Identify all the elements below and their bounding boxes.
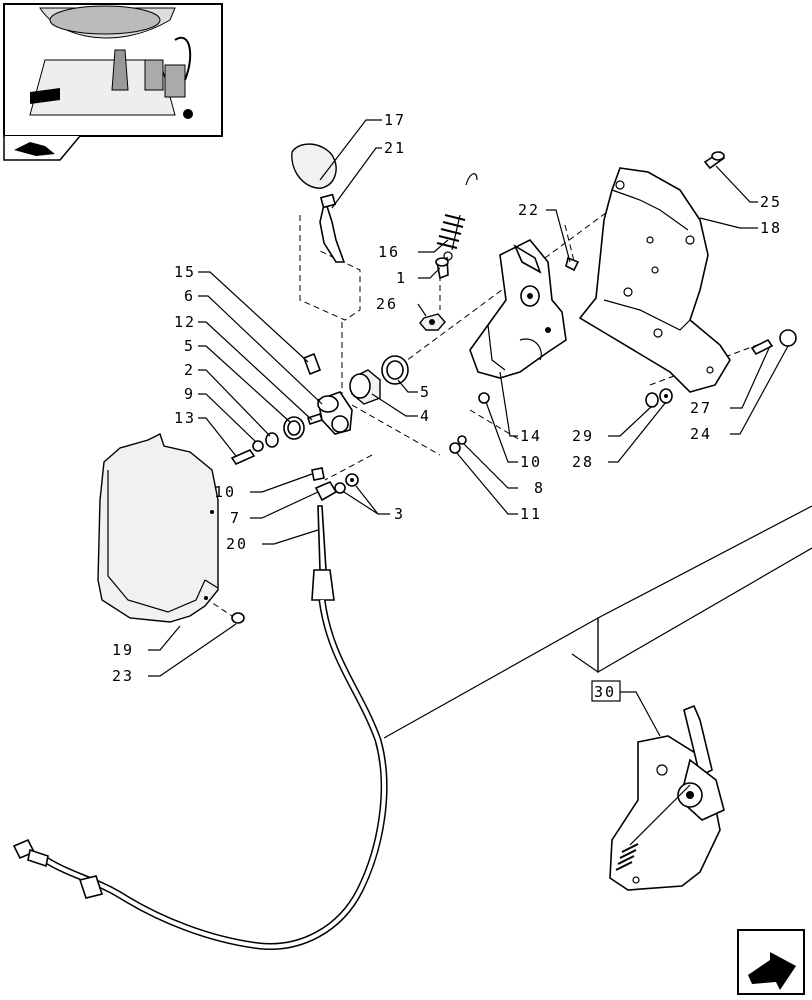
callout-11[interactable]: 11 xyxy=(520,505,542,523)
control-cable xyxy=(12,505,388,950)
callout-16[interactable]: 16 xyxy=(378,243,400,261)
callout-30[interactable]: 30 xyxy=(594,683,616,701)
callout-20[interactable]: 20 xyxy=(226,535,248,553)
plate-bolt xyxy=(703,150,726,170)
callout-29[interactable]: 29 xyxy=(572,427,594,445)
location-thumbnail[interactable] xyxy=(3,3,223,161)
hub-washers xyxy=(230,416,305,466)
callout-10-lower[interactable]: 10 xyxy=(214,483,236,501)
callout-10[interactable]: 10 xyxy=(520,453,542,471)
lever-bracket xyxy=(469,238,567,379)
leader-lines xyxy=(148,119,789,737)
mounting-plate xyxy=(578,167,731,393)
callout-26[interactable]: 26 xyxy=(376,295,398,313)
assembled-view xyxy=(609,704,725,891)
arrow-icon xyxy=(748,952,796,990)
view-divider-upper xyxy=(571,505,812,674)
lever-knob xyxy=(291,143,346,263)
screw xyxy=(565,256,580,272)
lever-hub xyxy=(302,352,353,435)
callout-5[interactable]: 5 xyxy=(184,337,195,355)
callout-17[interactable]: 17 xyxy=(384,111,406,129)
callout-9[interactable]: 9 xyxy=(184,385,195,403)
callout-2[interactable]: 2 xyxy=(184,361,195,379)
callout-18[interactable]: 18 xyxy=(760,219,782,237)
callout-7[interactable]: 7 xyxy=(230,509,241,527)
callout-14[interactable]: 14 xyxy=(520,427,542,445)
callout-3[interactable]: 3 xyxy=(394,505,405,523)
pivot-bushing xyxy=(349,355,409,405)
callout-27[interactable]: 27 xyxy=(690,399,712,417)
callout-23[interactable]: 23 xyxy=(112,667,134,685)
callout-30-box xyxy=(591,680,621,702)
callout-labels: 17 21 16 1 26 22 25 18 15 6 12 5 2 9 13 … xyxy=(112,111,782,702)
small-fittings xyxy=(449,392,490,454)
side-bolt xyxy=(750,329,797,356)
callout-13[interactable]: 13 xyxy=(174,409,196,427)
callout-6[interactable]: 6 xyxy=(184,287,195,305)
callout-1[interactable]: 1 xyxy=(396,269,407,287)
spring xyxy=(436,173,478,261)
callout-25[interactable]: 25 xyxy=(760,193,782,211)
callout-24[interactable]: 24 xyxy=(690,425,712,443)
callout-19[interactable]: 19 xyxy=(112,641,134,659)
bolt-and-nut xyxy=(419,256,449,331)
callout-28[interactable]: 28 xyxy=(572,453,594,471)
callout-8[interactable]: 8 xyxy=(534,479,545,497)
cable-fittings xyxy=(311,467,359,502)
callout-22[interactable]: 22 xyxy=(518,201,540,219)
callout-4[interactable]: 4 xyxy=(420,407,431,425)
next-page-button[interactable] xyxy=(737,929,805,995)
callout-21[interactable]: 21 xyxy=(384,139,406,157)
callout-12[interactable]: 12 xyxy=(174,313,196,331)
callout-5-right[interactable]: 5 xyxy=(420,383,431,401)
arrow-icon xyxy=(14,142,55,156)
washers xyxy=(645,388,673,408)
cover xyxy=(97,433,245,624)
callout-15[interactable]: 15 xyxy=(174,263,196,281)
